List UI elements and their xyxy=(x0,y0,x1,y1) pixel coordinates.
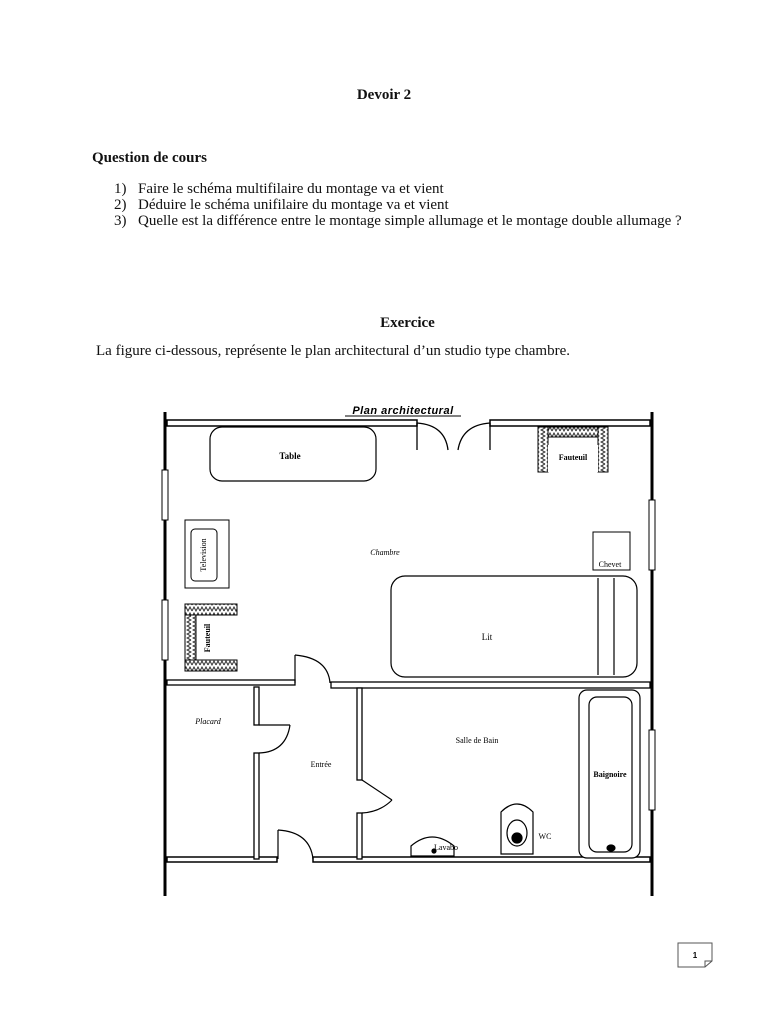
baignoire-label: Baignoire xyxy=(593,770,627,779)
list-item-text: Déduire le schéma unifilaire du montage … xyxy=(138,197,449,213)
table-label: Table xyxy=(279,451,300,461)
table-shape xyxy=(209,426,377,482)
course-question-list: 1) Faire le schéma multifilaire du monta… xyxy=(114,181,694,229)
plan-title: Plan architectural xyxy=(352,405,454,417)
armchair-top-label: Fauteuil xyxy=(559,453,588,462)
list-item: 2) Déduire le schéma unifilaire du monta… xyxy=(114,197,694,213)
chevet-label: Chevet xyxy=(599,560,622,569)
list-item-number: 2) xyxy=(114,197,127,213)
bed xyxy=(390,575,638,678)
placard-label: Placard xyxy=(194,717,221,726)
course-question-heading: Question de cours xyxy=(92,150,208,166)
entree-label: Entrée xyxy=(311,760,332,769)
main-door xyxy=(416,422,491,451)
lit-label: Lit xyxy=(482,632,493,642)
list-item-number: 3) xyxy=(114,213,127,229)
exercise-heading: Exercice xyxy=(380,315,435,331)
list-item: 3) Quelle est la différence entre le mon… xyxy=(114,213,694,229)
armchair-left-label: Fauteuil xyxy=(203,623,212,652)
tv-screen xyxy=(190,528,218,582)
exercise-intro: La figure ci-dessous, représente le plan… xyxy=(96,343,570,359)
list-item-text: Faire le schéma multifilaire du montage … xyxy=(138,181,444,197)
television-label: Television xyxy=(199,538,208,571)
interior-walls xyxy=(166,679,651,860)
page-number-box: 1 xyxy=(677,942,713,968)
chambre-label: Chambre xyxy=(370,548,400,557)
list-item-text: Quelle est la différence entre le montag… xyxy=(138,213,682,229)
armchair-left xyxy=(184,603,238,672)
toilet xyxy=(500,803,534,855)
lavabo-label: Lavabo xyxy=(434,843,458,852)
page-number: 1 xyxy=(693,951,698,960)
wc-label: WC xyxy=(539,832,552,841)
outer-walls xyxy=(161,412,656,896)
salle-de-bain-label: Salle de Bain xyxy=(456,736,499,745)
list-item-number: 1) xyxy=(114,181,127,197)
list-item: 1) Faire le schéma multifilaire du monta… xyxy=(114,181,694,197)
armchair-top xyxy=(537,426,609,473)
sink xyxy=(410,836,455,857)
floor-plan: Table Fauteuil Television Chambre Chevet… xyxy=(161,405,656,896)
interior-doors xyxy=(258,654,393,860)
bathtub xyxy=(578,689,641,859)
nightstand xyxy=(592,531,631,571)
document-title: Devoir 2 xyxy=(356,87,412,103)
